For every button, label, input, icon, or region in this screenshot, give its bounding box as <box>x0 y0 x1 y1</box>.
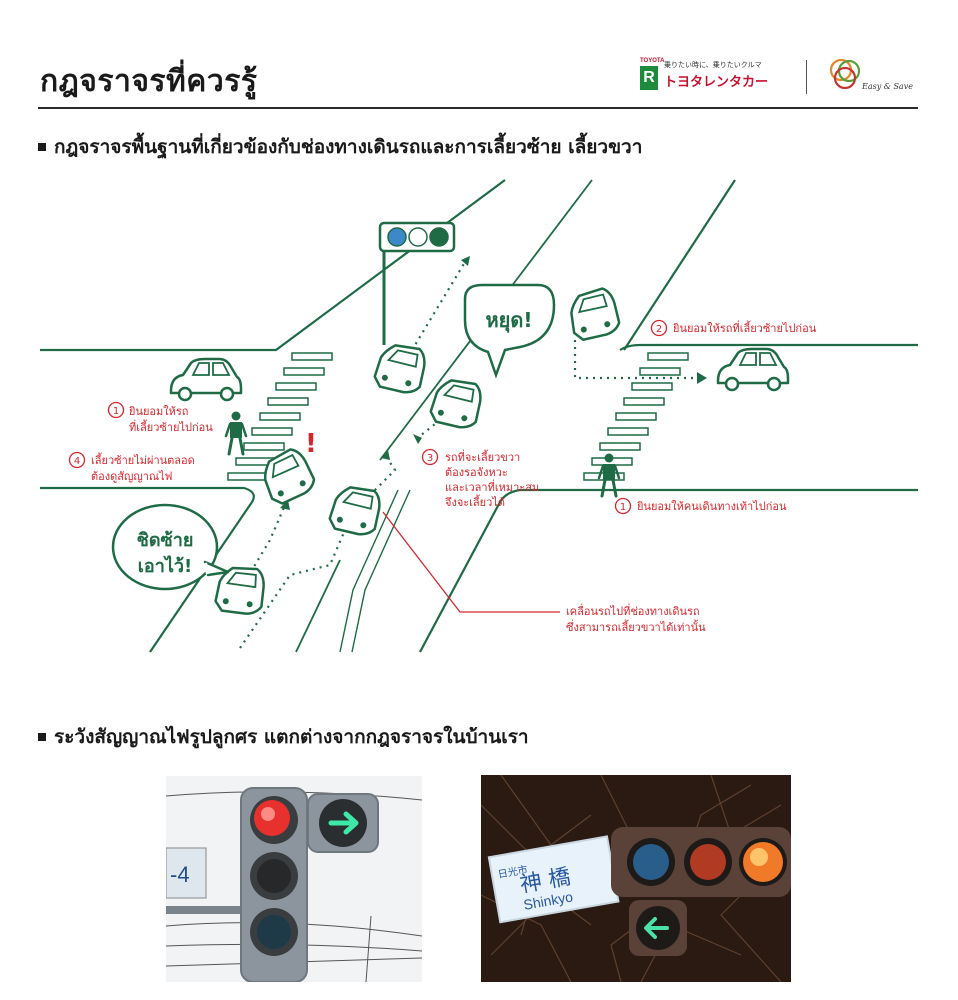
toyota-r-icon: R <box>640 66 658 90</box>
note-1-left-yield: 1 ยินยอมให้รถ ที่เลี้ยวซ้ายไปก่อน <box>107 401 213 434</box>
note-1-pedestrian-yield: 1 ยินยอมให้คนเดินทางเท้าไปก่อน <box>614 497 787 515</box>
note1a-number: 1 <box>113 406 119 417</box>
road-lines <box>40 179 918 653</box>
traffic-light-icon <box>378 221 456 345</box>
note1b-text: ยินยอมให้คนเดินทางเท้าไปก่อน <box>636 500 787 513</box>
logo-divider <box>806 60 807 94</box>
note3-line3: และเวลาที่เหมาะสม <box>445 479 539 494</box>
note4-line1: เลี้ยวซ้ายไม่ผ่านตลอด <box>91 452 195 467</box>
car-topright-parked <box>567 285 623 343</box>
car-center-stop <box>427 372 489 435</box>
note-4-left-turn: 4 เลี้ยวซ้ายไม่ผ่านตลอด ต้องดูสัญญาณไฟ <box>68 451 195 483</box>
car-right-turned <box>716 347 790 392</box>
stop-speech-bubble: หยุด! <box>463 283 556 379</box>
note4-line2: ต้องดูสัญญาณไฟ <box>91 470 172 483</box>
page-title: กฎจราจรที่ควรรู้ <box>40 64 258 99</box>
car-center-top <box>371 337 433 400</box>
bubble-keep-left-text-1: ชิดซ้าย <box>137 530 194 551</box>
toyota-tagline: 乗りたい時に、乗りたいクルマ <box>664 61 762 69</box>
note3-number: 3 <box>427 453 433 464</box>
note-lane-line1: เคลื่อนรถไปที่ช่องทางเดินรถ <box>566 603 700 618</box>
car-left-parked <box>169 357 243 402</box>
arrow-traffic-light-photo-1: -4 <box>166 776 422 982</box>
pedestrian-left <box>224 410 248 456</box>
note-2-right-yield: 2 ยินยอมให้รถที่เลี้ยวซ้ายไปก่อน <box>650 319 817 337</box>
toyota-rent-a-car-logo: TOYOTA R 乗りたい時に、乗りたいクルマ トヨタレンタカー <box>640 58 800 94</box>
easy-save-circles-icon <box>829 58 861 90</box>
arrow-traffic-light-photo-2: 日光市 神 橋 Shinkyo <box>481 775 791 982</box>
note2-text: ยินยอมให้รถที่เลี้ยวซ้ายไปก่อน <box>672 320 816 335</box>
note1b-number: 1 <box>620 502 626 513</box>
note3-line1: รถที่จะเลี้ยวขวา <box>445 449 520 464</box>
note4-number: 4 <box>74 456 80 467</box>
note1a-line2: ที่เลี้ยวซ้ายไปก่อน <box>129 419 213 434</box>
intersection-diagram: หยุด! ชิดซ้าย เอาไว้! ! 1 ยินยอมให้รถ ที… <box>0 170 958 660</box>
note-3-right-turn: 3 รถที่จะเลี้ยวขวา ต้องรอจังหวะ และเวลาท… <box>421 448 539 509</box>
section-heading-lane-rules: กฎจราจรพื้นฐานที่เกี่ยวข้องกับช่องทางเดิ… <box>38 132 642 162</box>
note1a-line1: ยินยอมให้รถ <box>128 405 188 418</box>
note-lane-leader: เคลื่อนรถไปที่ช่องทางเดินรถ ซึ่งสามารถเล… <box>382 511 706 634</box>
keep-left-speech-bubble: ชิดซ้าย เอาไว้! <box>111 503 230 591</box>
note3-line4: จึงจะเลี้ยวได้ <box>444 494 505 509</box>
toyota-brand-text: TOYOTA <box>640 58 665 64</box>
easy-save-logo: Easy & Save <box>826 56 922 98</box>
easy-save-text: Easy & Save <box>862 82 913 91</box>
path-arrowheads <box>280 256 707 510</box>
car-lane-right <box>326 479 388 542</box>
note2-number: 2 <box>656 324 662 335</box>
bullet-icon <box>38 733 46 741</box>
note3-line2: ต้องรอจังหวะ <box>445 466 508 479</box>
sign-number-text: -4 <box>170 862 190 887</box>
section-heading-arrow-signals: ระวังสัญญาณไฟรูปลูกศร แตกต่างจากกฎจราจรใ… <box>38 722 529 752</box>
header-rule <box>38 107 918 109</box>
car-paths <box>239 261 700 649</box>
bullet-icon <box>38 143 46 151</box>
crosswalk-right <box>583 352 689 481</box>
toyota-rental-name: トヨタレンタカー <box>664 75 769 90</box>
section-heading-text: ระวังสัญญาณไฟรูปลูกศร แตกต่างจากกฎจราจรใ… <box>54 726 529 748</box>
bubble-stop-text: หยุด! <box>485 308 532 333</box>
exclamation-mark: ! <box>305 429 317 459</box>
note-lane-line2: ซึ่งสามารถเลี้ยวขวาได้เท่านั้น <box>566 619 706 634</box>
section-heading-text: กฎจราจรพื้นฐานที่เกี่ยวข้องกับช่องทางเดิ… <box>54 136 643 158</box>
bubble-keep-left-text-2: เอาไว้! <box>138 555 192 577</box>
